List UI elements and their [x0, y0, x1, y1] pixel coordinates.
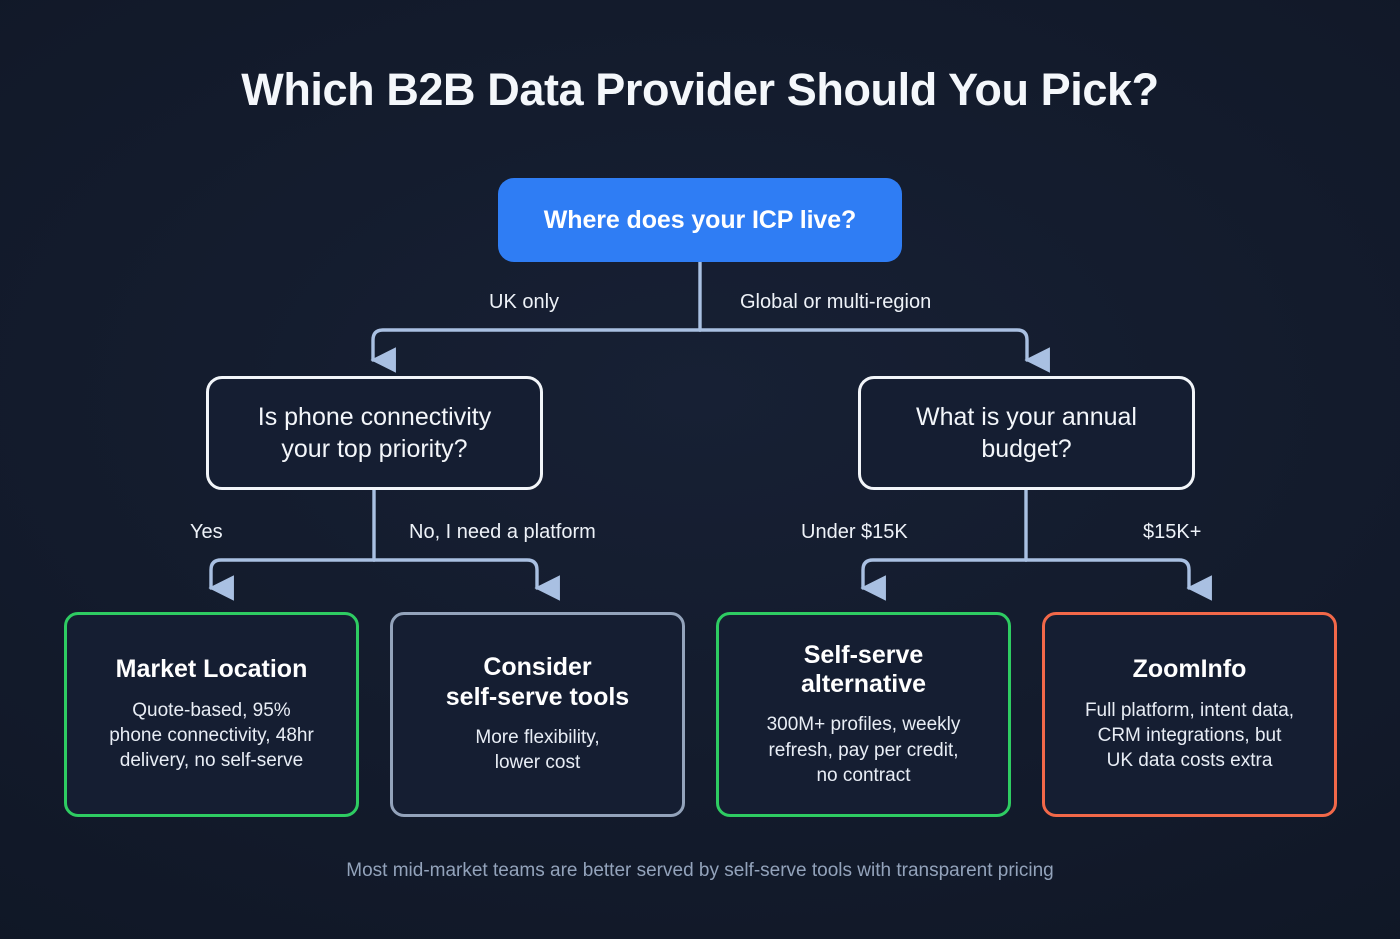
leaf-body: Quote-based, 95% phone connectivity, 48h… — [109, 698, 314, 774]
leaf-title-line: ZoomInfo — [1132, 655, 1247, 684]
decision-label-line2: budget? — [981, 435, 1072, 463]
edge-label-uk-only: UK only — [489, 291, 560, 313]
edge-label-no-need-platform: No, I need a platform — [409, 521, 596, 543]
leaf-body-line: refresh, pay per credit, — [768, 739, 959, 761]
leaf-body-line: lower cost — [494, 752, 581, 774]
edge-label-global-multi-region: Global or multi-region — [740, 291, 932, 313]
leaf-body-line: CRM integrations, but — [1097, 724, 1282, 746]
wire-right-to-zoominfo — [1024, 558, 1212, 601]
leaf-body-line: delivery, no self-serve — [119, 750, 304, 772]
wire-root-to-left — [370, 328, 702, 373]
wire-root-to-right — [698, 328, 1050, 373]
leaf-body-line: More flexibility, — [475, 726, 600, 748]
decision-label-line1: What is your annual — [916, 403, 1137, 431]
leaf-title: Consider self-serve tools — [446, 653, 629, 712]
wire-left-to-market-location — [208, 558, 376, 601]
leaf-title-line: Consider — [483, 653, 592, 682]
wire-left-to-self-serve-tools — [372, 558, 560, 601]
decision-node-annual-budget[interactable]: What is your annual budget? — [858, 376, 1195, 490]
leaf-title: ZoomInfo — [1133, 655, 1247, 684]
decision-label-line2: your top priority? — [281, 435, 468, 463]
edge-label-15k-plus: $15K+ — [1143, 521, 1202, 543]
decision-node-phone-connectivity[interactable]: Is phone connectivity your top priority? — [206, 376, 543, 490]
leaf-body-line: 300M+ profiles, weekly — [766, 714, 961, 736]
leaf-title-line: self-serve tools — [445, 682, 630, 711]
edge-label-yes: Yes — [190, 521, 223, 543]
leaf-body-line: Full platform, intent data, — [1084, 699, 1295, 721]
footer-caption: Most mid-market teams are better served … — [346, 860, 1054, 881]
root-node-icp-location[interactable]: Where does your ICP live? — [498, 178, 902, 262]
decision-label-line1: Is phone connectivity — [257, 403, 492, 431]
wire-right-to-self-serve-alternative — [860, 558, 1028, 601]
leaf-body-line: no contract — [816, 764, 911, 786]
leaf-body: 300M+ profiles, weekly refresh, pay per … — [767, 712, 961, 788]
page-title: Which B2B Data Provider Should You Pick? — [241, 64, 1159, 115]
leaf-node-zoominfo[interactable]: ZoomInfo Full platform, intent data, CRM… — [1042, 612, 1337, 817]
root-node-label: Where does your ICP live? — [543, 205, 857, 234]
leaf-body-line: phone connectivity, 48hr — [109, 724, 314, 746]
leaf-node-self-serve-alternative[interactable]: Self-serve alternative 300M+ profiles, w… — [716, 612, 1011, 817]
leaf-body-line: Quote-based, 95% — [132, 699, 291, 721]
leaf-body: More flexibility, lower cost — [475, 725, 599, 776]
edge-label-under-15k: Under $15K — [801, 521, 908, 543]
leaf-title-line: alternative — [800, 670, 927, 699]
leaf-body: Full platform, intent data, CRM integrat… — [1085, 698, 1294, 774]
leaf-title: Market Location — [116, 655, 308, 684]
leaf-title-line: Market Location — [115, 655, 308, 684]
leaf-title: Self-serve alternative — [801, 641, 926, 700]
leaf-node-self-serve-tools[interactable]: Consider self-serve tools More flexibili… — [390, 612, 685, 817]
leaf-node-market-location[interactable]: Market Location Quote-based, 95% phone c… — [64, 612, 359, 817]
leaf-title-line: Self-serve — [803, 640, 924, 669]
leaf-body-line: UK data costs extra — [1106, 750, 1273, 772]
